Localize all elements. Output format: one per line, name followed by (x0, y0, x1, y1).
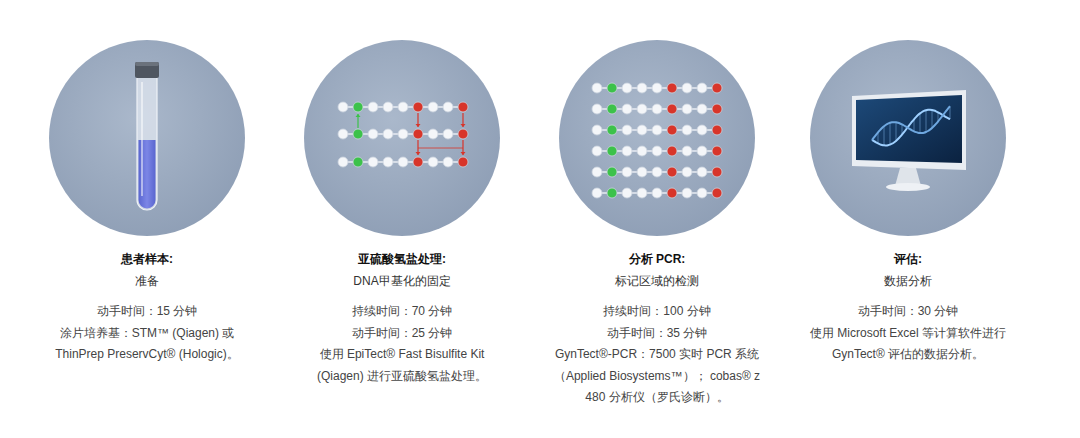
step-title: 亚硫酸氢盐处理: (297, 248, 507, 270)
step-detail: 使用 EpiTect® Fast Bisulfite Kit (Qiagen) … (297, 344, 507, 387)
dna-sequence (338, 102, 468, 112)
dna-sequence (338, 157, 468, 167)
step-title: 评估: (798, 248, 1018, 270)
stage-circle (49, 40, 245, 236)
dna-helix (872, 106, 950, 145)
step-detail: GynTect®-PCR：7500 实时 PCR 系统（Applied Bios… (552, 344, 762, 409)
conversion-arrows (356, 113, 466, 155)
dna-sequence (592, 188, 722, 198)
dna-sequence (592, 125, 722, 135)
step-subtitle: DNA甲基化的固定 (297, 270, 507, 292)
step-detail: 涂片培养基：STM™ (Qiagen) 或 ThinPrep PreservCy… (42, 323, 252, 366)
stage-circle (810, 40, 1006, 236)
step-subtitle: 数据分析 (798, 270, 1018, 292)
step-detail: 持续时间：100 分钟 (552, 301, 762, 323)
step-detail: 动手时间：30 分钟 (798, 301, 1018, 323)
process-step: 患者样本:准备动手时间：15 分钟涂片培养基：STM™ (Qiagen) 或 T… (42, 248, 252, 366)
process-step: 亚硫酸氢盐处理:DNA甲基化的固定持续时间：70 分钟动手时间：25 分钟使用 … (297, 248, 507, 387)
step-detail: 持续时间：70 分钟 (297, 301, 507, 323)
stage-circle (304, 40, 500, 236)
dna-sequence (592, 146, 722, 156)
dna-sequence (592, 83, 722, 93)
test-tube (135, 62, 159, 210)
step-detail: 动手时间：15 分钟 (42, 301, 252, 323)
step-detail: 使用 Microsoft Excel 等计算软件进行 GynTect® 评估的数… (798, 323, 1018, 366)
step-title: 分析 PCR: (552, 248, 762, 270)
process-step: 分析 PCR:标记区域的检测持续时间：100 分钟动手时间：35 分钟GynTe… (552, 248, 762, 409)
stage-circle (559, 40, 755, 236)
step-title: 患者样本: (42, 248, 252, 270)
step-subtitle: 准备 (42, 270, 252, 292)
computer-monitor (852, 90, 966, 191)
step-detail: 动手时间：25 分钟 (297, 323, 507, 345)
dna-sequence (592, 104, 722, 114)
process-step: 评估:数据分析动手时间：30 分钟使用 Microsoft Excel 等计算软… (798, 248, 1018, 366)
dna-sequence (338, 129, 468, 139)
step-subtitle: 标记区域的检测 (552, 270, 762, 292)
step-detail: 动手时间：35 分钟 (552, 323, 762, 345)
dna-sequence (592, 167, 722, 177)
